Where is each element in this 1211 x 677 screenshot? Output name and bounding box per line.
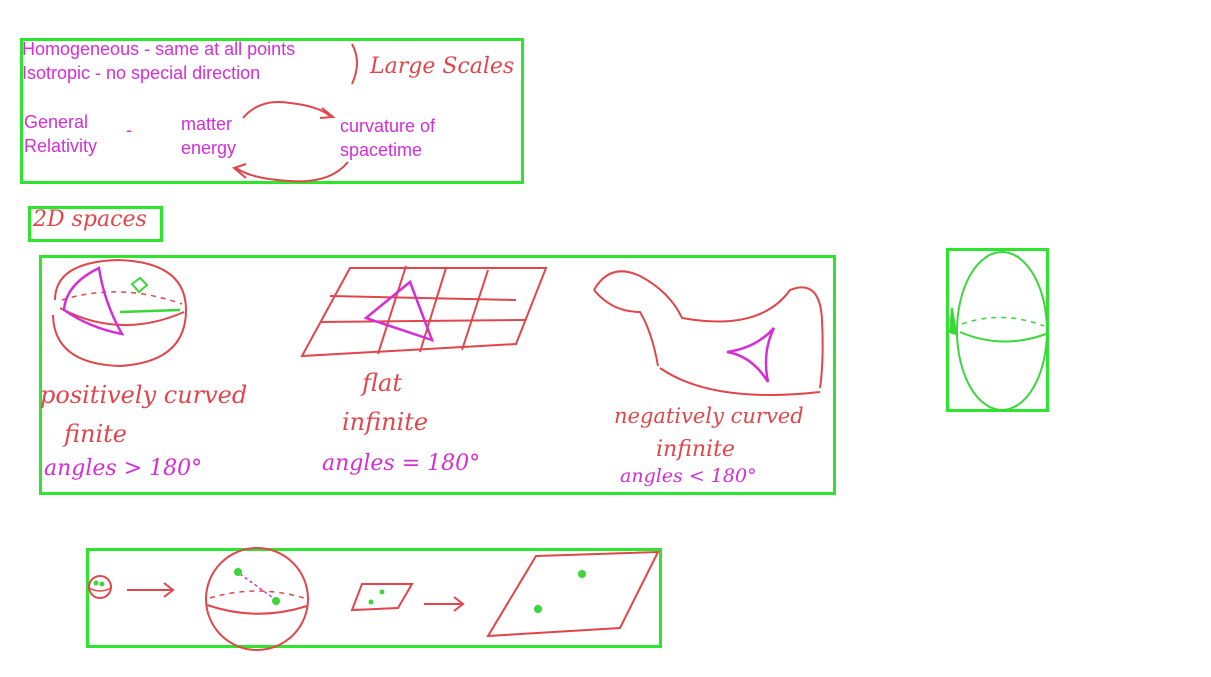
positive-angles: angles > 180° xyxy=(44,456,203,481)
isotropic-text: Isotropic - no special direction xyxy=(22,63,261,83)
flat-name: flat xyxy=(362,369,402,397)
flat-grid-icon xyxy=(300,265,548,358)
gr-line2: Relativity xyxy=(24,136,98,156)
saddle-icon xyxy=(593,270,824,396)
negative-name: negatively curved xyxy=(614,404,804,428)
gr-line1: General xyxy=(24,112,89,132)
small-patch-icon xyxy=(350,583,414,612)
negative-angles: angles < 180° xyxy=(620,465,757,487)
cycle-arrow-icon xyxy=(231,101,349,183)
geometries-box xyxy=(39,255,836,495)
section-title-box xyxy=(28,206,163,242)
flat-extent: infinite xyxy=(342,408,429,436)
large-scales-text: Large Scales xyxy=(370,54,515,79)
gr-dash: - xyxy=(126,120,132,140)
curvature-line1: curvature of xyxy=(340,116,436,136)
large-sphere-icon xyxy=(205,547,309,651)
principles-box xyxy=(20,38,524,184)
positive-name: positively curved xyxy=(40,381,248,409)
large-plane-icon xyxy=(486,550,660,638)
matter-line2: energy xyxy=(181,138,237,158)
small-sphere-icon xyxy=(88,575,112,599)
arrow-right-icon xyxy=(127,582,175,598)
zoom-sequence-box xyxy=(86,548,662,648)
flat-angles: angles = 180° xyxy=(322,451,481,476)
brace-mark xyxy=(351,43,358,85)
homogeneous-text: Homogeneous - same at all points xyxy=(22,39,296,59)
ellipsoid-icon xyxy=(948,251,1048,411)
sphere-icon xyxy=(52,258,188,368)
positive-extent: finite xyxy=(64,420,127,448)
matter-line1: matter xyxy=(181,114,233,134)
negative-extent: infinite xyxy=(656,437,735,462)
section-title: 2D spaces xyxy=(33,207,147,232)
curvature-line2: spacetime xyxy=(340,140,423,160)
arrow-right-icon-2 xyxy=(424,596,465,612)
